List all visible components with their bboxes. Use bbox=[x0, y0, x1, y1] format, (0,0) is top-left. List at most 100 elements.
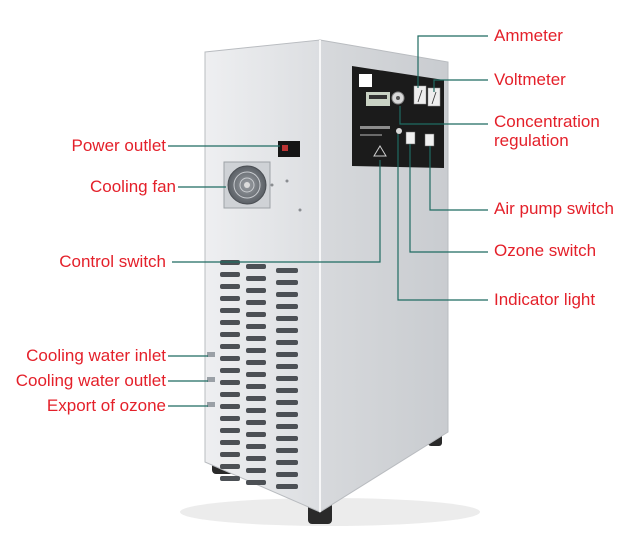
vent-slot bbox=[276, 280, 298, 285]
vent-slot bbox=[276, 460, 298, 465]
vent-slot bbox=[246, 300, 266, 305]
vent-slot bbox=[246, 384, 266, 389]
vent-slot bbox=[220, 308, 240, 313]
vent-slot bbox=[220, 344, 240, 349]
vent-slot bbox=[276, 304, 298, 309]
screw bbox=[270, 183, 274, 187]
cooling-fan-grill-1 bbox=[233, 171, 261, 199]
vent-slot bbox=[276, 388, 298, 393]
vent-slot bbox=[246, 312, 266, 317]
label-export-of-ozone: Export of ozone bbox=[46, 396, 166, 415]
vent-slot bbox=[246, 288, 266, 293]
vent-slot bbox=[220, 452, 240, 457]
label-concentration-regulation: Concentration regulation bbox=[494, 112, 600, 150]
vent-slot bbox=[276, 376, 298, 381]
leader-indicator bbox=[397, 134, 488, 301]
screw bbox=[285, 179, 289, 183]
vent-slot bbox=[276, 400, 298, 405]
vent-slot bbox=[246, 408, 266, 413]
vent-slot bbox=[220, 368, 240, 373]
indicator-light bbox=[396, 128, 402, 134]
cooling-fan-hub bbox=[244, 182, 250, 188]
vent-slot bbox=[276, 424, 298, 429]
vent-slot bbox=[220, 476, 240, 481]
cooling-fan-grill-2 bbox=[239, 177, 255, 193]
label-cooling-fan: Cooling fan bbox=[89, 177, 176, 196]
leader-voltmeter bbox=[433, 79, 488, 92]
panel-text-strip bbox=[360, 126, 390, 129]
vent-slot bbox=[276, 364, 298, 369]
voltmeter-needle bbox=[431, 91, 437, 105]
vent-slot bbox=[220, 332, 240, 337]
vent-slot bbox=[220, 428, 240, 433]
label-cooling-water-inlet: Cooling water inlet bbox=[26, 346, 166, 365]
vent-slot bbox=[246, 468, 266, 473]
screw bbox=[298, 208, 302, 212]
ozone-export-fitting bbox=[207, 402, 215, 407]
leader-air-pump bbox=[429, 146, 488, 211]
vent-slot bbox=[220, 284, 240, 289]
vent-slot bbox=[246, 360, 266, 365]
label-concentration-line2: regulation bbox=[494, 131, 569, 150]
vent-slot bbox=[246, 420, 266, 425]
vent-slot bbox=[246, 264, 266, 269]
ozone-switch-rocker bbox=[405, 131, 416, 145]
vent-slot bbox=[246, 456, 266, 461]
ventilation-louvres bbox=[220, 260, 298, 489]
vent-slot bbox=[276, 436, 298, 441]
ammeter-needle bbox=[417, 89, 423, 103]
label-cooling-water-outlet: Cooling water outlet bbox=[15, 371, 166, 390]
vent-slot bbox=[220, 320, 240, 325]
vent-slot bbox=[276, 472, 298, 477]
vent-slot bbox=[246, 324, 266, 329]
power-outlet bbox=[278, 141, 300, 157]
digital-display-readout bbox=[369, 95, 387, 99]
leader-ammeter bbox=[417, 35, 488, 88]
label-indicator-light: Indicator light bbox=[494, 290, 596, 309]
vent-slot bbox=[220, 392, 240, 397]
concentration-knob-center bbox=[396, 96, 400, 100]
vent-slot bbox=[220, 296, 240, 301]
label-concentration-line1: Concentration bbox=[494, 112, 600, 131]
label-air-pump-switch: Air pump switch bbox=[494, 199, 614, 218]
vent-slot bbox=[246, 336, 266, 341]
vent-slot bbox=[246, 444, 266, 449]
vent-slot bbox=[220, 380, 240, 385]
leader-lines bbox=[168, 35, 488, 407]
leader-control-switch bbox=[172, 160, 381, 263]
vent-slot bbox=[246, 480, 266, 485]
vent-slot bbox=[276, 268, 298, 273]
vent-slot bbox=[246, 396, 266, 401]
cooling-water-inlet-fitting bbox=[207, 352, 215, 357]
label-ammeter: Ammeter bbox=[494, 26, 563, 45]
vent-slot bbox=[276, 292, 298, 297]
vent-slot bbox=[246, 276, 266, 281]
leader-concentration bbox=[399, 106, 488, 125]
vent-slot bbox=[220, 440, 240, 445]
brand-logo-icon bbox=[359, 74, 372, 87]
power-outlet-fuse bbox=[282, 145, 288, 151]
vent-slot bbox=[246, 348, 266, 353]
vent-slot bbox=[276, 316, 298, 321]
vent-slot bbox=[276, 328, 298, 333]
label-ozone-switch: Ozone switch bbox=[494, 241, 597, 260]
warning-icon bbox=[373, 145, 387, 157]
cooling-water-outlet-fitting bbox=[207, 377, 215, 382]
vent-slot bbox=[246, 432, 266, 437]
air-pump-switch-rocker bbox=[424, 133, 435, 147]
vent-slot bbox=[220, 416, 240, 421]
panel-text-strip-2 bbox=[360, 134, 382, 136]
vent-slot bbox=[220, 464, 240, 469]
vent-slot bbox=[246, 372, 266, 377]
vent-slot bbox=[276, 412, 298, 417]
label-voltmeter: Voltmeter bbox=[494, 70, 566, 89]
label-control-switch: Control switch bbox=[59, 252, 166, 271]
vent-slot bbox=[220, 356, 240, 361]
vent-slot bbox=[276, 340, 298, 345]
vent-slot bbox=[276, 352, 298, 357]
vent-slot bbox=[220, 404, 240, 409]
label-power-outlet: Power outlet bbox=[71, 136, 167, 155]
vent-slot bbox=[276, 484, 298, 489]
